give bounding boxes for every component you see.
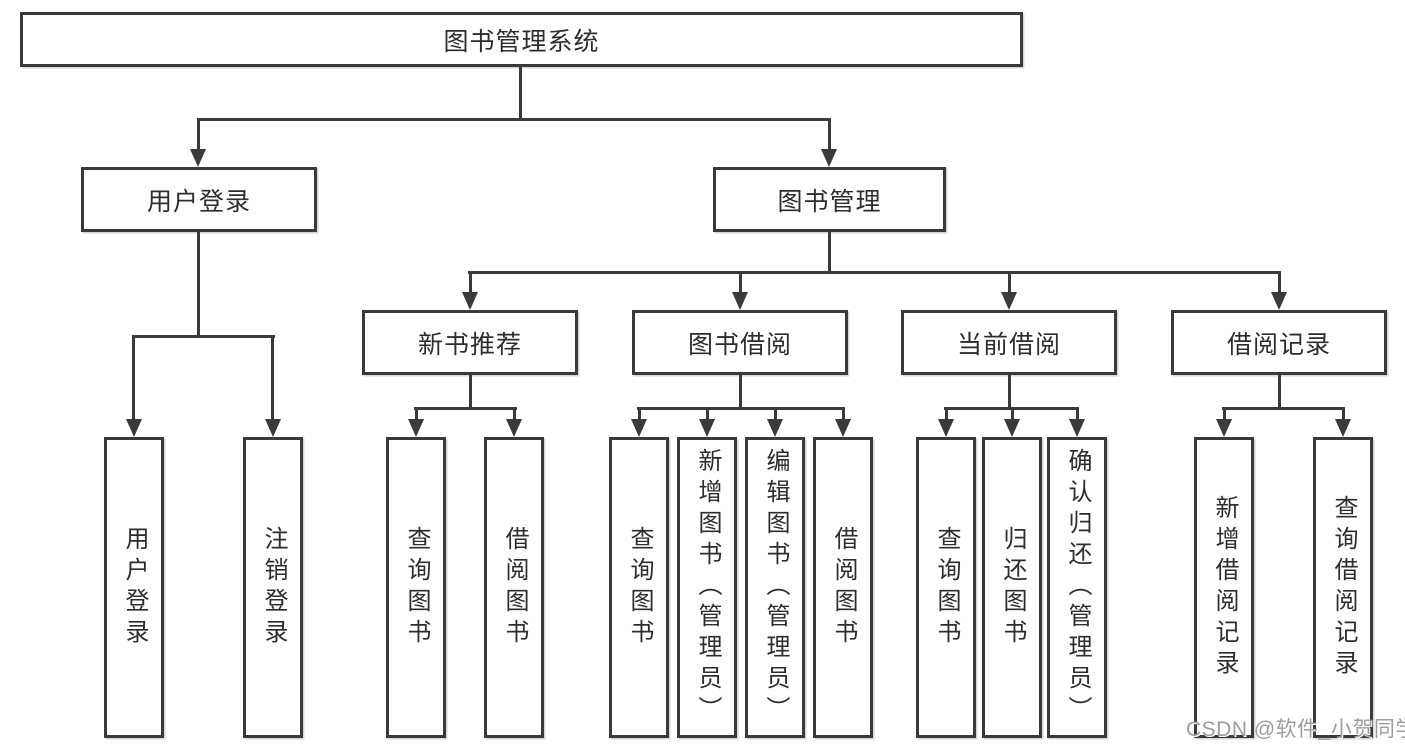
node-book-borrowing: 图书借阅 [632,310,848,375]
edge-to-borrow-books-1 [513,407,516,421]
node-book-borrowing-label: 图书借阅 [687,330,792,359]
node-user-login: 用户登录 [81,167,317,232]
node-root: 图书管理系统 [20,12,1023,67]
arrowhead-current-borrow [1001,292,1017,310]
leaf-query-borrow-record: 查询借阅记录 [1313,437,1373,738]
edge-book-management-rail [468,271,1281,274]
leaf-edit-book-admin: 编辑图书（管理员） [745,437,805,738]
edge-book-management-stem [828,232,831,271]
arrowhead-borrow-books-2 [835,419,851,437]
edge-to-current-borrow [1008,271,1011,292]
node-new-book-recommend: 新书推荐 [362,310,578,375]
edge-user-login-rail [132,335,275,338]
edge-to-book-borrow [739,271,742,292]
leaf-borrow-books-1-label: 借阅图书 [501,525,528,650]
arrowhead-add-record [1216,419,1232,437]
edge-to-add-book [706,407,709,421]
node-current-borrowing-label: 当前借阅 [956,330,1061,359]
edge-new-book-stem [469,375,472,407]
arrowhead-borrow-books-1 [506,419,522,437]
edge-to-query-books-1 [415,407,418,421]
edge-to-add-record [1223,407,1226,421]
edge-book-borrow-stem [739,375,742,407]
arrowhead-confirm-return [1069,419,1085,437]
leaf-logout-label: 注销登录 [260,525,287,650]
leaf-return-books: 归还图书 [982,437,1042,738]
leaf-add-borrow-record-label: 新增借阅记录 [1211,494,1238,681]
arrowhead-edit-book [767,419,783,437]
edge-to-query-books-3 [945,407,948,421]
edge-user-login-stem [197,232,200,335]
csdn-watermark: CSDN @软件_小贺同学 [1186,718,1405,741]
leaf-borrow-books-1: 借阅图书 [484,437,544,738]
edge-to-leaf-user-login [132,335,135,419]
arrowhead-borrow-records [1271,292,1287,310]
leaf-edit-book-admin-label: 编辑图书（管理员） [762,448,789,727]
edge-to-book-management [828,118,831,151]
edge-to-leaf-logout [271,335,274,419]
edge-borrow-records-stem [1278,375,1281,407]
edge-to-user-login [197,118,200,151]
edge-to-query-record [1342,407,1345,421]
leaf-confirm-return-admin-label: 确认归还（管理员） [1064,448,1091,727]
arrowhead-book-borrow [732,292,748,310]
edge-to-borrow-records [1278,271,1281,292]
node-book-management: 图书管理 [713,167,946,232]
arrowhead-query-books-2 [631,419,647,437]
leaf-add-book-admin: 新增图书（管理员） [677,437,737,738]
leaf-query-books-1: 查询图书 [386,437,446,738]
arrowhead-add-book [699,419,715,437]
arrowhead-user-login [190,149,206,167]
node-borrowing-records-label: 借阅记录 [1226,330,1331,359]
leaf-query-books-3: 查询图书 [916,437,976,738]
leaf-query-books-3-label: 查询图书 [933,525,960,650]
node-current-borrowing: 当前借阅 [901,310,1117,375]
leaf-query-books-2: 查询图书 [609,437,669,738]
edge-book-borrow-rail [637,407,845,410]
leaf-user-login: 用户登录 [104,437,164,738]
leaf-add-book-admin-label: 新增图书（管理员） [694,448,721,727]
arrowhead-return-books [1004,419,1020,437]
arrowhead-query-record [1335,419,1351,437]
arrowhead-query-books-3 [938,419,954,437]
leaf-query-borrow-record-label: 查询借阅记录 [1330,494,1357,681]
leaf-borrow-books-2: 借阅图书 [813,437,873,738]
edge-to-query-books-2 [638,407,641,421]
edge-current-borrow-stem [1008,375,1011,407]
edge-root-stem [519,67,522,118]
edge-to-borrow-books-2 [842,407,845,421]
leaf-add-borrow-record: 新增借阅记录 [1194,437,1254,738]
edge-new-book-rail [414,407,517,410]
leaf-borrow-books-2-label: 借阅图书 [830,525,857,650]
leaf-return-books-label: 归还图书 [999,525,1026,650]
leaf-query-books-2-label: 查询图书 [626,525,653,650]
edge-to-return-books [1011,407,1014,421]
edge-to-edit-book [774,407,777,421]
leaf-query-books-1-label: 查询图书 [403,525,430,650]
arrowhead-query-books-1 [408,419,424,437]
arrowhead-leaf-user-login [126,419,142,437]
arrowhead-new-book [462,292,478,310]
edge-to-confirm-return [1076,407,1079,421]
node-borrowing-records: 借阅记录 [1171,310,1387,375]
edge-to-new-book [469,271,472,292]
edge-borrow-records-rail [1222,407,1345,410]
node-new-book-recommend-label: 新书推荐 [417,330,522,359]
leaf-logout: 注销登录 [243,437,303,738]
leaf-user-login-label: 用户登录 [121,525,148,650]
node-root-label: 图书管理系统 [443,27,600,56]
arrowhead-leaf-logout [265,419,281,437]
node-user-login-label: 用户登录 [146,187,251,216]
node-book-management-label: 图书管理 [777,187,882,216]
edge-root-rail [197,118,831,121]
arrowhead-book-management [821,149,837,167]
leaf-confirm-return-admin: 确认归还（管理员） [1047,437,1107,738]
